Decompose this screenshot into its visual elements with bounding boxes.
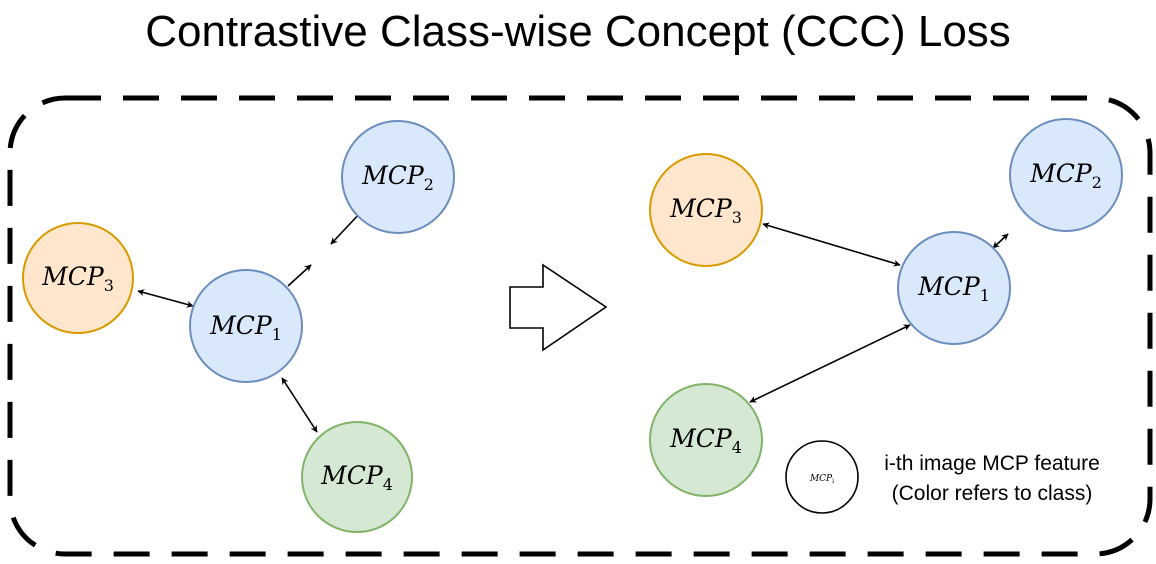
- before-node-mcp1: MCP1: [189, 269, 303, 383]
- svg-text:MCP1: MCP1: [209, 311, 282, 344]
- legend-node-sub: i: [832, 478, 834, 485]
- before-node-mcp2: MCP2: [341, 120, 455, 234]
- legend-node-circle: [785, 440, 859, 514]
- svg-text:MCP4: MCP4: [669, 424, 742, 457]
- svg-text:MCP3: MCP3: [41, 262, 114, 295]
- after-node-mcp2: MCP2: [1009, 118, 1123, 232]
- legend-node-label: MCP: [809, 474, 833, 484]
- after-node-mcp1-sub: 1: [980, 286, 990, 305]
- after-node-mcp2-circle: [1009, 118, 1123, 232]
- before-panel: MCP3 MCP1 MCP2 MCP4: [22, 120, 455, 533]
- transition-arrow-icon: [509, 263, 608, 352]
- before-node-mcp3-circle: [22, 222, 134, 334]
- edge-before-mcp1-mcp4: [281, 377, 318, 433]
- after-node-mcp3: MCP3: [649, 153, 763, 267]
- edge-after-mcp3-mcp1: [762, 222, 901, 267]
- before-node-mcp2-label: MCP: [361, 161, 425, 190]
- after-node-mcp1-circle: [897, 231, 1011, 345]
- after-node-mcp1-label: MCP: [917, 272, 981, 301]
- edge-after-mcp2-mcp1: [992, 233, 1009, 249]
- before-node-mcp4: MCP4: [301, 421, 413, 533]
- after-node-mcp3-label: MCP: [669, 194, 733, 223]
- svg-text:MCP2: MCP2: [361, 161, 434, 194]
- before-node-mcp3: MCP3: [22, 222, 134, 334]
- svg-text:MCP3: MCP3: [669, 194, 742, 227]
- edge-before-mcp2-push: [330, 211, 362, 245]
- legend-line-2: (Color refers to class): [892, 482, 1093, 505]
- edge-after-mcp1-mcp4: [749, 324, 911, 403]
- after-node-mcp4: MCP4: [649, 383, 763, 497]
- svg-text:MCP2: MCP2: [1029, 159, 1102, 192]
- before-node-mcp1-label: MCP: [209, 311, 273, 340]
- svg-text:MCP1: MCP1: [917, 272, 990, 305]
- before-node-mcp4-circle: [301, 421, 413, 533]
- after-node-mcp4-circle: [649, 383, 763, 497]
- before-node-mcp1-sub: 1: [272, 325, 282, 344]
- svg-text:MCP4: MCP4: [320, 461, 393, 494]
- edge-before-mcp3-mcp1: [137, 289, 194, 308]
- after-panel: MCP3 MCP1 MCP2 MCP4: [649, 118, 1123, 497]
- before-node-mcp3-sub: 3: [104, 276, 114, 295]
- before-node-mcp2-circle: [341, 120, 455, 234]
- before-node-mcp2-sub: 2: [424, 175, 434, 194]
- after-node-mcp3-sub: 3: [732, 208, 742, 227]
- svg-text:MCPi: MCPi: [809, 474, 834, 485]
- after-node-mcp2-sub: 2: [1092, 173, 1102, 192]
- diagram-title: Contrastive Class-wise Concept (CCC) Los…: [145, 7, 1011, 56]
- legend: MCPi i-th image MCP feature (Color refer…: [785, 440, 1100, 514]
- legend-line-1: i-th image MCP feature: [884, 452, 1100, 475]
- before-node-mcp3-label: MCP: [41, 262, 105, 291]
- after-node-mcp1: MCP1: [897, 231, 1011, 345]
- after-node-mcp3-circle: [649, 153, 763, 267]
- before-node-mcp4-label: MCP: [320, 461, 384, 490]
- before-node-mcp4-sub: 4: [383, 475, 393, 494]
- after-node-mcp2-label: MCP: [1029, 159, 1093, 188]
- after-node-mcp4-label: MCP: [669, 424, 733, 453]
- dashed-frame: [7, 95, 1153, 557]
- edge-before-mcp1-push: [287, 264, 312, 287]
- after-node-mcp4-sub: 4: [732, 438, 742, 457]
- before-node-mcp1-circle: [189, 269, 303, 383]
